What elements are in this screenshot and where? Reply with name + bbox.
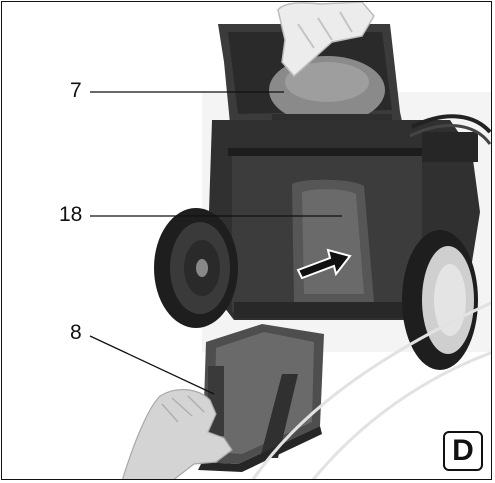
panel-label: D xyxy=(443,431,483,471)
left-wheel xyxy=(154,208,238,328)
callout-7: 7 xyxy=(70,79,82,102)
mower-illustration xyxy=(122,2,491,479)
gloved-hand xyxy=(277,2,375,78)
callout-leaders xyxy=(89,91,342,395)
insertion-arrow xyxy=(296,248,352,280)
callout-18: 18 xyxy=(59,203,83,226)
leader-line-8 xyxy=(89,335,215,395)
holding-hand xyxy=(122,389,233,479)
callout-8: 8 xyxy=(70,321,82,344)
